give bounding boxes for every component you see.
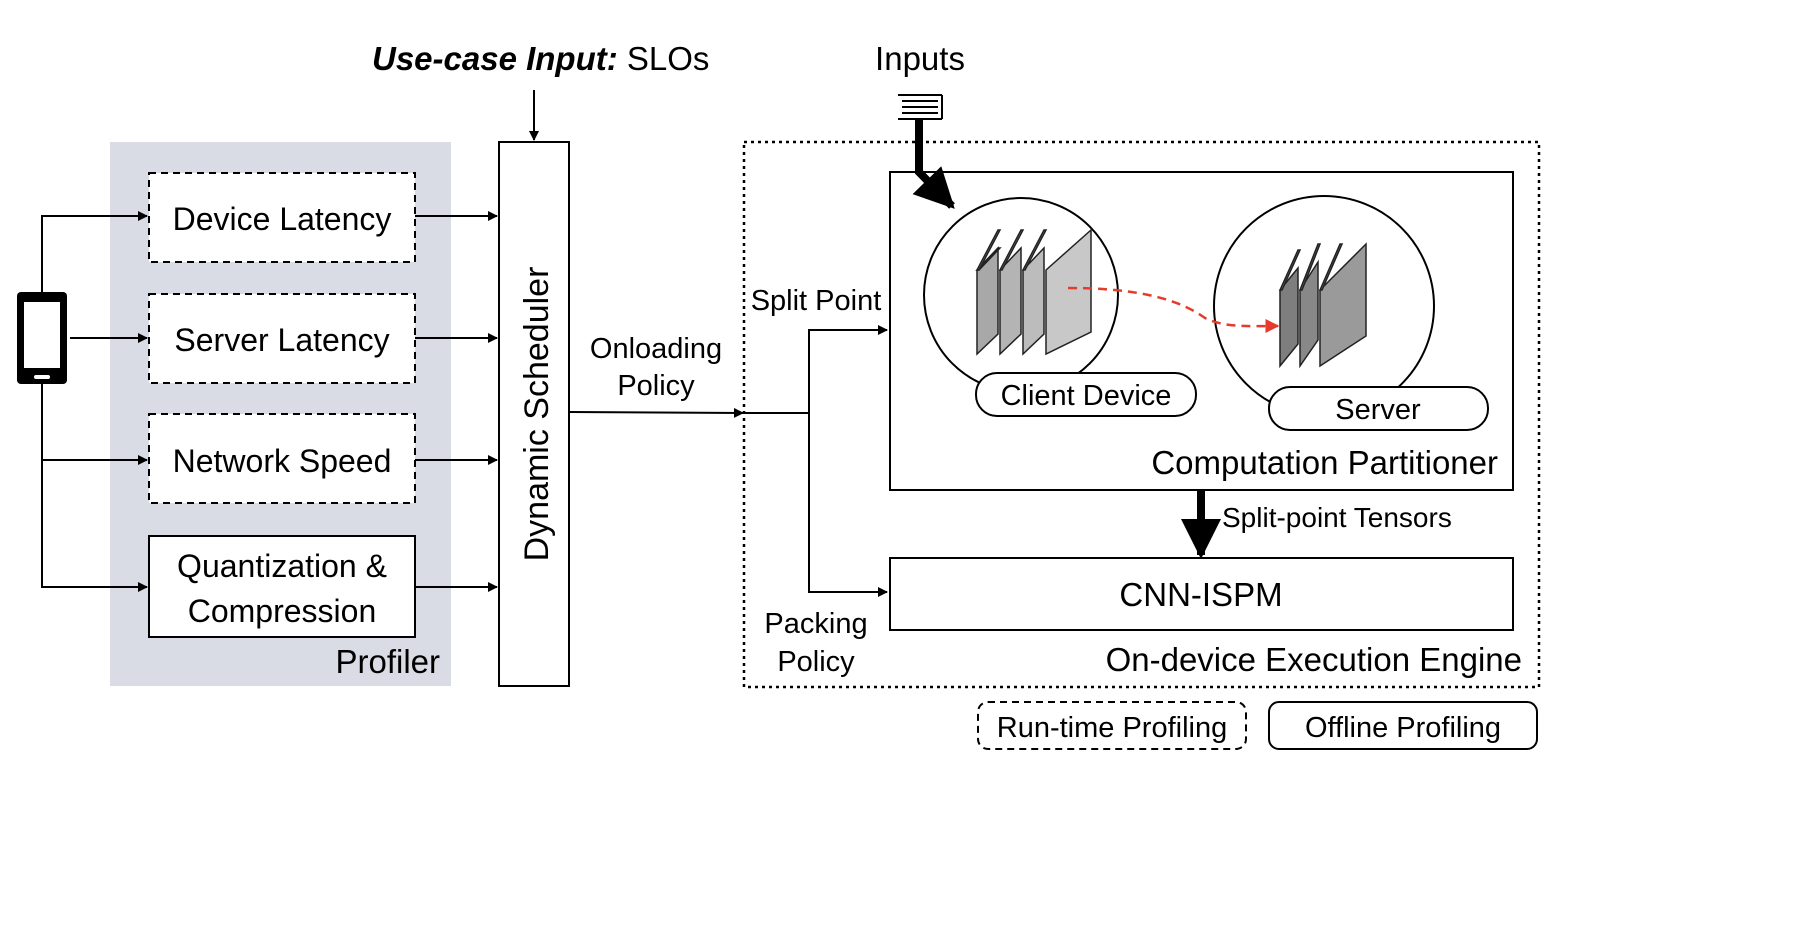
- server-label: Server: [1335, 394, 1421, 426]
- execution-engine-boundary: [742, 140, 1541, 689]
- policy-routing: [744, 325, 888, 597]
- execution-engine-title: On-device Execution Engine: [1106, 641, 1522, 678]
- legend-offline-label: Offline Profiling: [1305, 712, 1501, 744]
- split-point-label: Split Point: [751, 285, 882, 317]
- split-point-tensors-label: Split-point Tensors: [1222, 502, 1452, 533]
- client-device-label-box: [975, 372, 1197, 417]
- device-latency-box: [148, 172, 416, 263]
- server-cnn-layers-icon: [1278, 242, 1367, 369]
- inputs-label: Inputs: [875, 40, 965, 77]
- dynamic-scheduler-box: [498, 141, 570, 687]
- quantization-label-line2: Compression: [188, 593, 377, 629]
- input-queue-icon: [898, 94, 943, 120]
- inputs-arrow: [912, 119, 955, 209]
- client-cnn-layers-icon: [975, 228, 1092, 356]
- cnn-ispm-box: [889, 557, 1514, 631]
- quantization-label-line1: Quantization &: [177, 548, 387, 584]
- cnn-ispm-label: CNN-ISPM: [1119, 576, 1282, 613]
- legend-runtime-label: Run-time Profiling: [997, 712, 1227, 744]
- server-label-box: [1268, 386, 1489, 431]
- profiler-title: Profiler: [335, 643, 440, 680]
- network-speed-box: [148, 413, 416, 504]
- packing-policy-line1: Packing: [764, 608, 867, 640]
- phone-icon: [17, 292, 67, 384]
- client-device-label: Client Device: [1001, 380, 1172, 412]
- phone-connectors: [41, 211, 148, 592]
- onloading-arrow: [568, 407, 744, 418]
- onloading-policy-line1: Onloading: [590, 333, 722, 365]
- computation-partitioner-title: Computation Partitioner: [1151, 444, 1498, 481]
- profiler-to-scheduler-arrows: [415, 211, 498, 592]
- device-latency-label: Device Latency: [173, 201, 392, 237]
- server-latency-box: [148, 293, 416, 384]
- dynamic-scheduler-label: Dynamic Scheduler: [518, 267, 556, 562]
- legend-runtime-box: [977, 701, 1247, 750]
- onloading-policy-line2: Policy: [617, 370, 695, 402]
- legend-offline-box: [1268, 701, 1538, 750]
- usecase-input-label: Use-case Input: SLOs: [372, 40, 709, 77]
- usecase-input-bold: Use-case Input:: [372, 40, 618, 77]
- usecase-input-value: SLOs: [618, 40, 710, 77]
- tensor-transfer-arrow: [1067, 286, 1280, 334]
- server-latency-label: Server Latency: [174, 322, 389, 358]
- network-speed-label: Network Speed: [173, 443, 392, 479]
- packing-policy-line2: Policy: [777, 646, 855, 678]
